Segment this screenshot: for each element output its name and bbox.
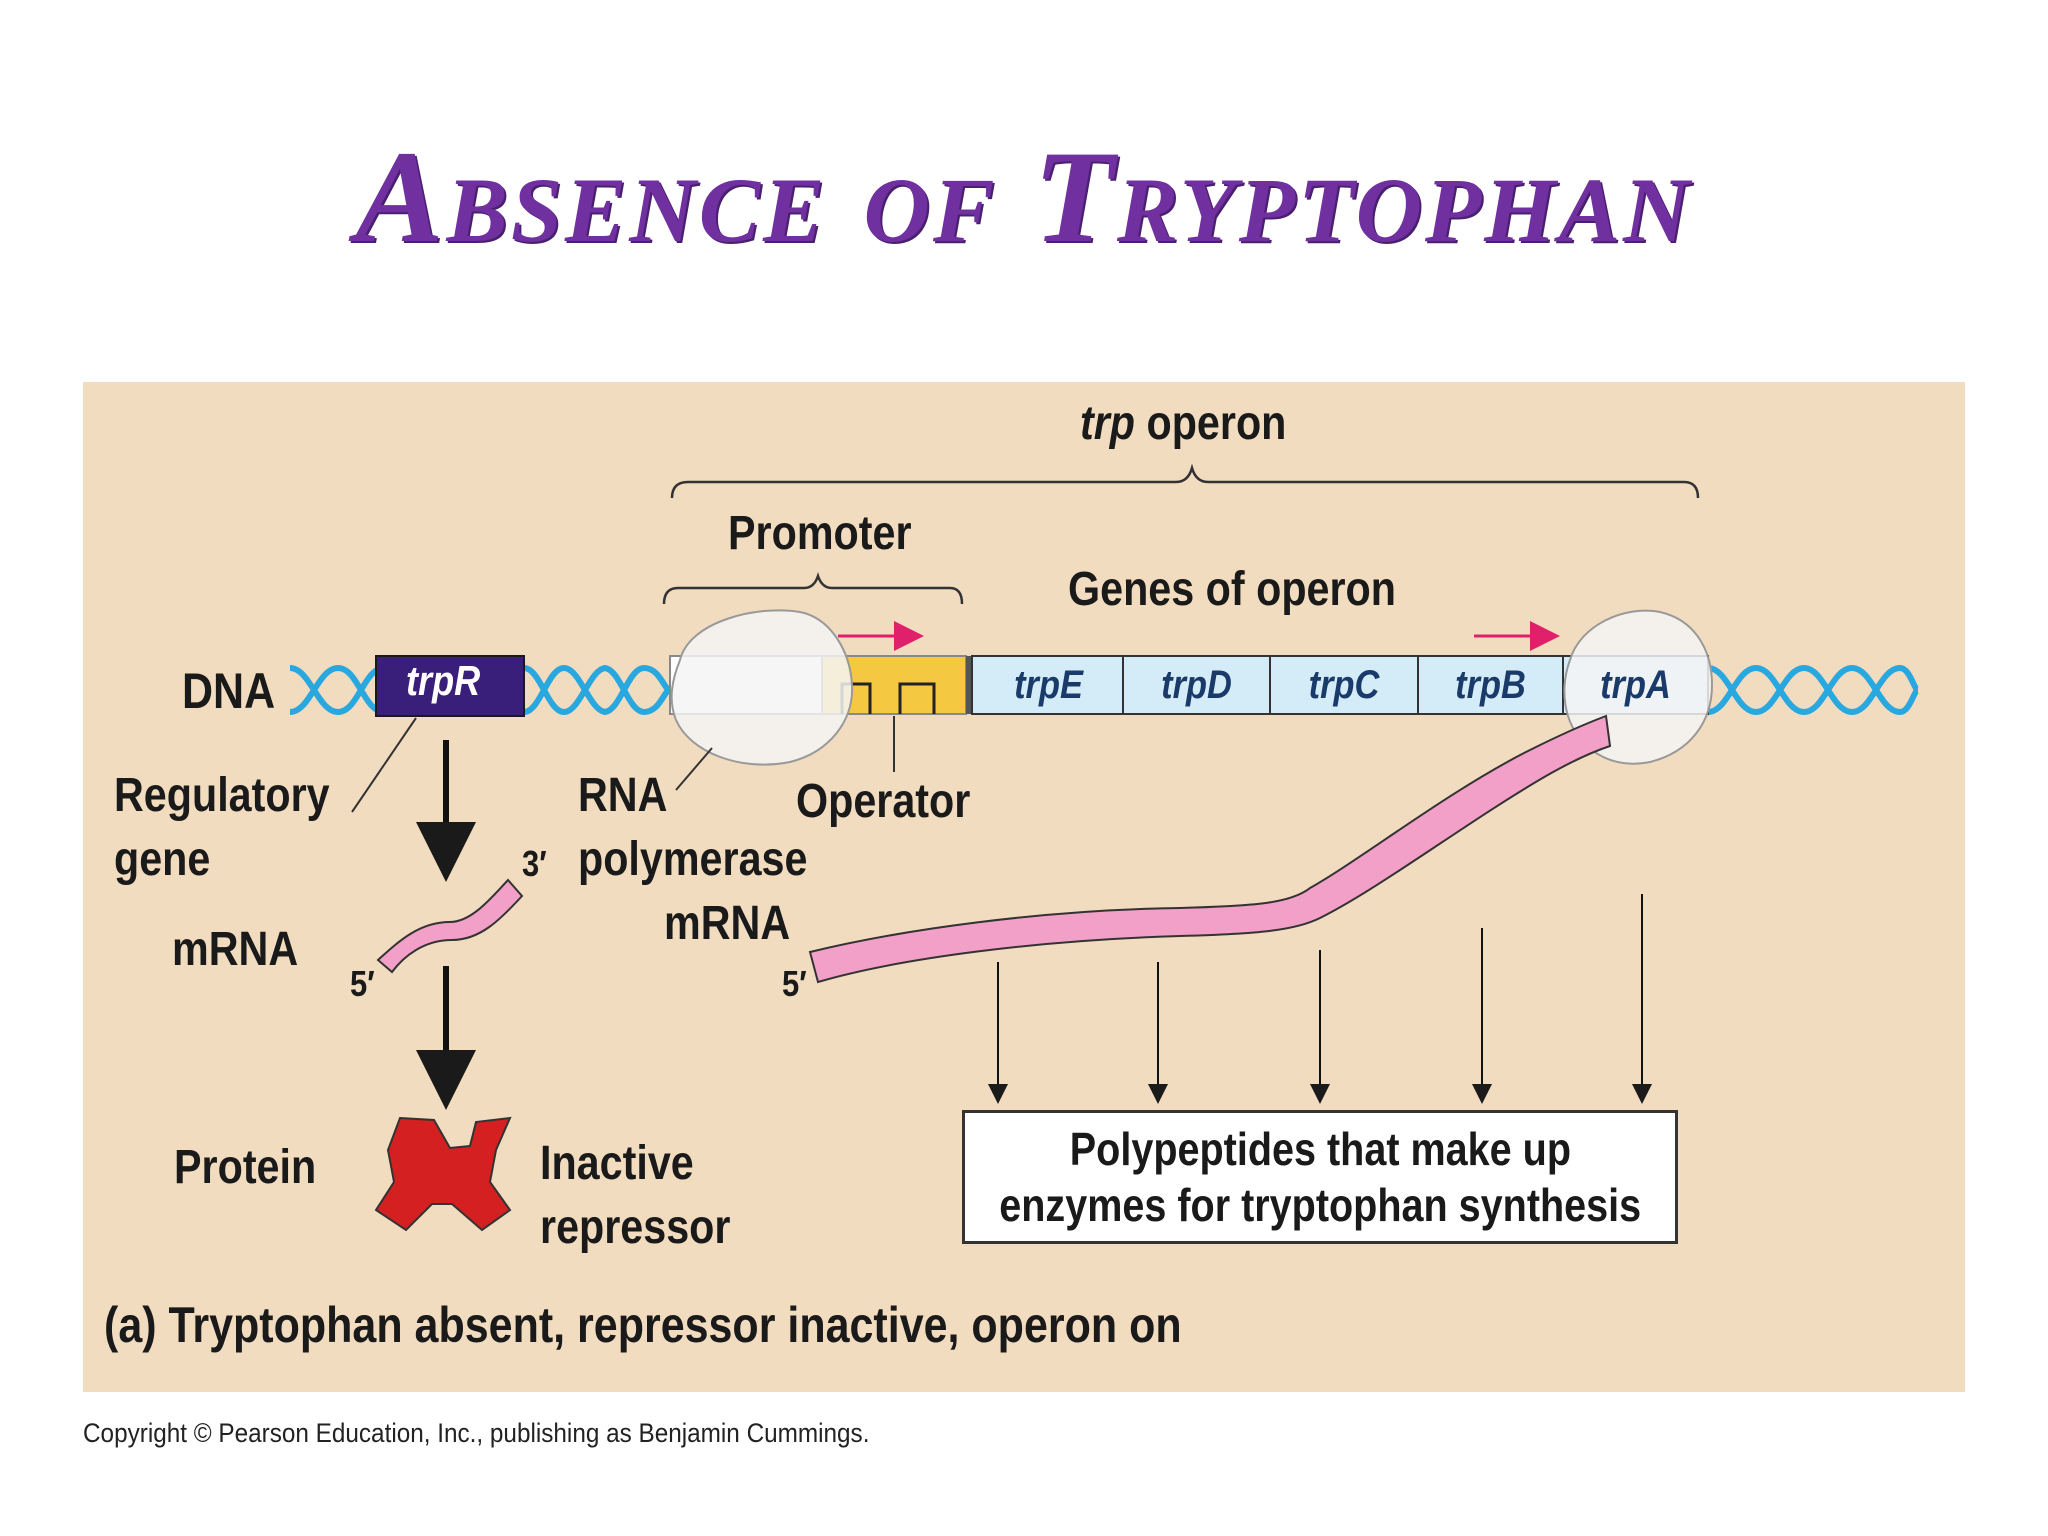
gene-label-trpe: trpE [986,657,1111,713]
trpr-gene-label: trpR [406,660,480,702]
regulatory-pointer-line [352,718,416,812]
regulatory-label-line2: gene [114,836,210,884]
dna-helix-left [290,668,384,712]
rna-polymerase-label-line1: RNA [578,772,667,820]
mrna-left-label: mRNA [172,926,298,974]
inactive-repressor-shape [376,1118,510,1230]
inactive-repressor-label-line1: Inactive [540,1140,694,1188]
gene-label-trpc: trpC [1281,657,1407,713]
promoter-bracket [664,576,962,604]
operon-label: trp operon [1080,400,1286,448]
mrna-right-label: mRNA [664,900,790,948]
copyright-notice: Copyright © Pearson Education, Inc., pub… [83,1418,869,1449]
polypeptides-line2: enzymes for tryptophan synthesis [999,1177,1641,1233]
inactive-repressor-label-line2: repressor [540,1204,730,1252]
gene-label-trpa: trpA [1574,657,1697,713]
gene-label-trpd: trpD [1134,657,1259,713]
polypeptides-box: Polypeptides that make up enzymes for tr… [962,1110,1678,1244]
operon-label-italic: trp [1080,397,1135,450]
promoter-label: Promoter [728,510,912,558]
dna-helix-right [1708,668,1918,712]
operon-bracket [672,468,1698,498]
mrna-left-strand [378,880,522,972]
diagram-caption: (a) Tryptophan absent, repressor inactiv… [104,1300,1182,1350]
gene-label-trpb: trpB [1429,657,1552,713]
operator-label: Operator [796,778,970,826]
rna-polymerase-label-line2: polymerase [578,836,807,884]
regulatory-label-line1: Regulatory [114,772,330,820]
dna-helix-mid [524,668,670,712]
mrna-right-strand [810,716,1610,982]
rna-polymerase-shape [672,610,852,764]
polypeptides-line1: Polypeptides that make up [1069,1121,1570,1177]
operon-label-rest: operon [1135,397,1286,450]
three-prime-label: 3′ [522,846,547,882]
five-prime-left-label: 5′ [350,966,375,1002]
five-prime-right-label: 5′ [782,966,807,1002]
protein-label: Protein [174,1144,316,1192]
genes-of-operon-label: Genes of operon [1068,566,1396,614]
dna-label: DNA [182,666,275,716]
rna-polymerase-pointer-line [676,748,712,790]
